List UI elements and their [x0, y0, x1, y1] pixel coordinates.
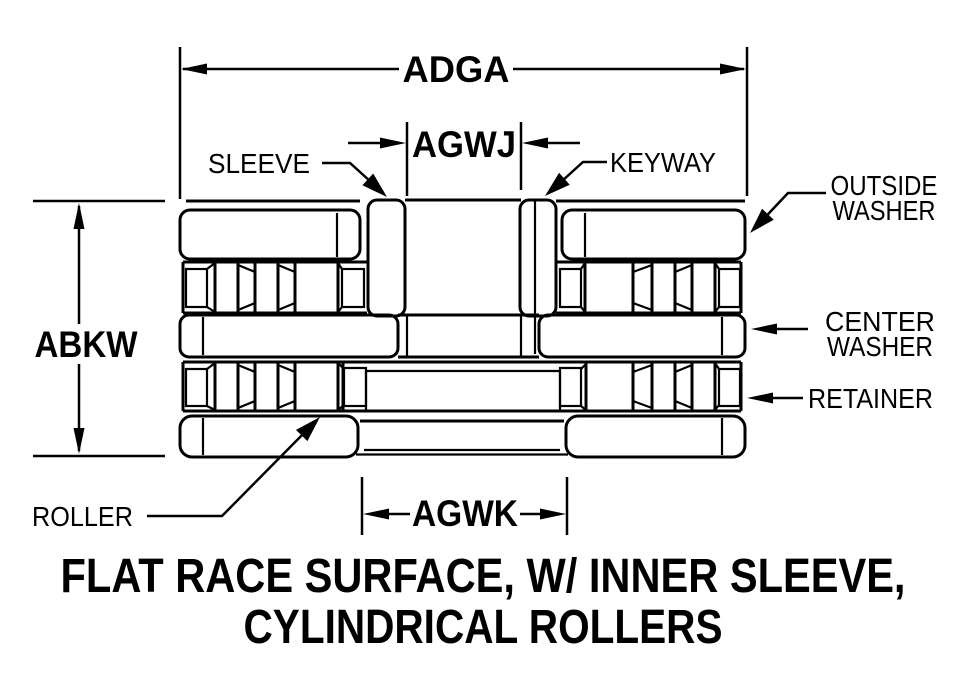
center-washer [178, 313, 747, 359]
dimension-agwj: AGWJ [348, 122, 580, 196]
arrowhead-down [73, 428, 85, 454]
washer-bottom-left [178, 414, 360, 459]
dimension-agwk: AGWK [360, 477, 569, 535]
retainer-end-cap [184, 267, 209, 309]
roller-row-bottom-right [558, 360, 743, 411]
label-sleeve-text: SLEEVE [208, 148, 310, 179]
label-retainer: RETAINER [747, 383, 933, 414]
retainer-end-cap [558, 267, 583, 309]
roller-row-bottom-left [181, 360, 741, 413]
retainer-end-cap [717, 367, 742, 408]
label-center-washer-line2: WASHER [827, 331, 933, 362]
arrowhead-retainer [747, 392, 773, 404]
inner-race-block [341, 360, 588, 413]
title-line1: FLAT RACE SURFACE, W/ INNER SLEEVE, [61, 550, 906, 603]
label-center-washer-line1: CENTER [825, 306, 935, 337]
arrowhead-outside-washer [750, 208, 774, 233]
dim-label-adga: ADGA [403, 49, 510, 90]
label-center-washer: CENTER WASHER [751, 306, 935, 362]
label-outside-washer: OUTSIDE WASHER [750, 170, 938, 233]
bottom-race-surface [356, 419, 568, 456]
washer-bottom-right [564, 414, 747, 459]
arrowhead-roller [296, 417, 320, 442]
arrowhead-keyway [545, 172, 570, 196]
arrowhead-center-washer [751, 323, 777, 335]
retainer-end-cap [340, 267, 366, 309]
label-keyway-text: KEYWAY [610, 147, 716, 178]
label-outside-washer-line1: OUTSIDE [831, 170, 938, 201]
dimension-abkw: ABKW [33, 199, 165, 458]
arrowhead-sleeve [362, 173, 387, 197]
arrowhead-left [181, 63, 207, 75]
label-sleeve: SLEEVE [208, 148, 387, 197]
label-roller: ROLLER [32, 417, 320, 532]
arrowhead-up [73, 203, 85, 229]
dimension-adga: ADGA [178, 47, 749, 199]
roller-row-top-right [556, 260, 743, 315]
label-outside-washer-line2: WASHER [833, 195, 936, 226]
roller-row-top-left [181, 260, 367, 315]
label-retainer-text: RETAINER [808, 383, 933, 414]
bearing-assembly [178, 198, 747, 459]
arrowhead-left [522, 137, 548, 149]
outside-washer-top-left [178, 208, 362, 261]
label-roller-text: ROLLER [32, 501, 133, 532]
arrowhead-right [540, 508, 566, 520]
arrowhead-right [720, 63, 746, 75]
dim-label-agwk: AGWK [412, 493, 518, 534]
dim-label-abkw: ABKW [35, 324, 138, 365]
dim-label-agwj: AGWJ [412, 124, 516, 165]
outside-washer-top-right [560, 208, 747, 261]
retainer-end-cap [558, 366, 583, 408]
arrowhead-left [363, 508, 389, 520]
arrowhead-right [380, 137, 406, 149]
title-line2: CYLINDRICAL ROLLERS [244, 601, 723, 654]
label-keyway: KEYWAY [545, 147, 716, 196]
retainer-end-cap [342, 366, 368, 408]
retainer-end-cap [184, 367, 209, 408]
retainer-end-cap [717, 267, 742, 309]
inner-sleeve [366, 198, 558, 354]
drawing-title: FLAT RACE SURFACE, W/ INNER SLEEVE, CYLI… [61, 550, 906, 654]
